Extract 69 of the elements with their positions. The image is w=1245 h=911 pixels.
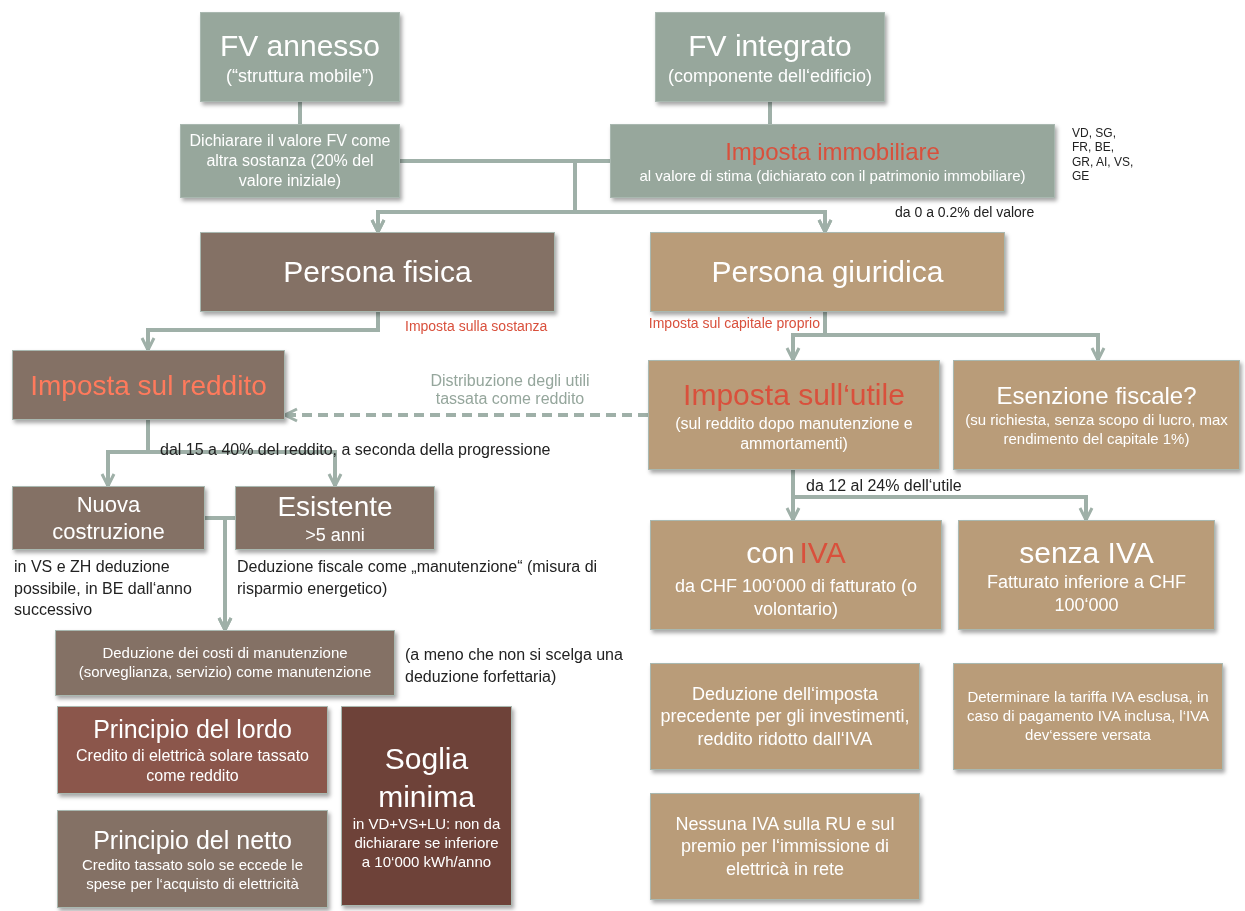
- box-text: da CHF 100‘000 di fatturato (o volontario): [673, 575, 919, 620]
- box-text: Fatturato inferiore a CHF 100‘000: [985, 571, 1188, 617]
- box-heading: Persona fisica: [283, 254, 472, 291]
- note-text: Deduzione fiscale come „manutenzione“ (misura di risparmio energetico): [237, 557, 599, 599]
- box-text: >5 anni: [305, 524, 365, 547]
- arrow: [573, 159, 833, 234]
- box-heading: FV annesso: [219, 28, 381, 64]
- box-heading: Imposta immobiliare: [725, 136, 940, 167]
- box-heading: Nuova costruzione: [51, 490, 166, 546]
- process-box: [648, 360, 940, 470]
- box-heading: Imposta sull‘utile: [683, 377, 905, 414]
- dashed-arrow: [283, 407, 648, 423]
- box-heading: Imposta sul reddito: [30, 368, 267, 403]
- process-box: [650, 663, 920, 770]
- note-text: da 0 a 0.2% del valore: [895, 203, 1036, 222]
- process-box: [200, 12, 400, 102]
- box-heading: Soglia minima: [377, 741, 476, 815]
- edge-label: Imposta sul capitale proprio: [647, 314, 820, 333]
- box-heading: con: [746, 535, 795, 571]
- note-text: in VS e ZH deduzione possibile, in BE dall‘anno successivo: [14, 557, 193, 621]
- process-box: [180, 124, 400, 198]
- arrow: [217, 516, 235, 632]
- process-box: [200, 232, 555, 312]
- box-text: Credito tassato solo se eccede le spese per l‘acquisto di elettricità: [81, 855, 304, 894]
- box-heading: Esenzione fiscale?: [996, 381, 1197, 412]
- box-text: Credito di elettricà solare tassato come reddito: [75, 745, 310, 786]
- box-text: (su richiesta, senza scopo di lucro, max rendimento del capitale 1%): [964, 411, 1229, 449]
- box-heading: Determinare la tariffa IVA esclusa, in caso di pagamento IVA inclusa, l‘IVA dev‘essere versata: [965, 688, 1211, 745]
- process-box: [655, 12, 885, 102]
- note-text: VD, SG, FR, BE, GR, AI, VS, GE: [1072, 126, 1134, 184]
- edge-label: Imposta sulla sostanza: [405, 317, 549, 336]
- process-box: [57, 706, 328, 794]
- process-box: [953, 360, 1240, 470]
- box-heading: Persona giuridica: [711, 254, 944, 291]
- box-heading: FV integrato: [688, 28, 852, 64]
- box-text: al valore di stima (dichiarato con il patrimonio immobiliare): [639, 166, 1026, 186]
- box-text: (sul reddito dopo manutenzione e ammortamenti): [674, 413, 914, 454]
- process-box: [55, 630, 395, 696]
- box-heading: Nessuna IVA sulla RU e sul premio per l‘immissione di elettricà in rete: [674, 812, 896, 881]
- process-box: [650, 232, 1005, 312]
- box-heading: Principio del lordo: [93, 714, 292, 746]
- process-box: [610, 124, 1055, 198]
- box-heading: Esistente: [277, 490, 393, 525]
- connector-line: [768, 102, 772, 124]
- process-box: [57, 810, 328, 908]
- box-heading: Principio del netto: [93, 824, 292, 856]
- connector-line: [298, 102, 302, 124]
- edge-label: Distribuzione degli utili tassata come reddito: [429, 372, 591, 408]
- box-heading: Dichiarare il valore FV come altra sostanza (20% del valore iniziale): [189, 131, 391, 191]
- box-heading: senza IVA: [1019, 534, 1154, 571]
- process-box: [12, 486, 205, 550]
- arrow: [791, 470, 1094, 522]
- box-text: in VD+VS+LU: non da dichiarare se inferiore a 10‘000 kWh/anno: [351, 815, 502, 872]
- process-box: [958, 520, 1215, 630]
- edge-label: da 12 al 24% dell‘utile: [806, 476, 963, 496]
- arrow: [140, 312, 380, 352]
- process-box: [235, 486, 435, 550]
- edge-label: dal 15 a 40% del reddito, a seconda della progressione: [160, 440, 552, 460]
- box-heading: Deduzione dei costi di manutenzione (sorveglianza, servizio) come manutenzione: [77, 644, 373, 682]
- box-text: (componente dell‘edificio): [667, 64, 873, 87]
- note-text: (a meno che non si scelga una deduzione forfettaria): [405, 645, 624, 687]
- process-box: [953, 663, 1223, 770]
- process-box: [650, 520, 942, 630]
- box-heading: IVA: [799, 535, 846, 571]
- box-text: (“struttura mobile”): [226, 64, 374, 87]
- process-box: [650, 793, 920, 900]
- box-heading: Deduzione dell‘imposta precedente per gli investimenti, reddito ridotto dall‘IVA: [659, 682, 911, 751]
- process-box: [341, 706, 512, 906]
- process-box: [12, 350, 285, 420]
